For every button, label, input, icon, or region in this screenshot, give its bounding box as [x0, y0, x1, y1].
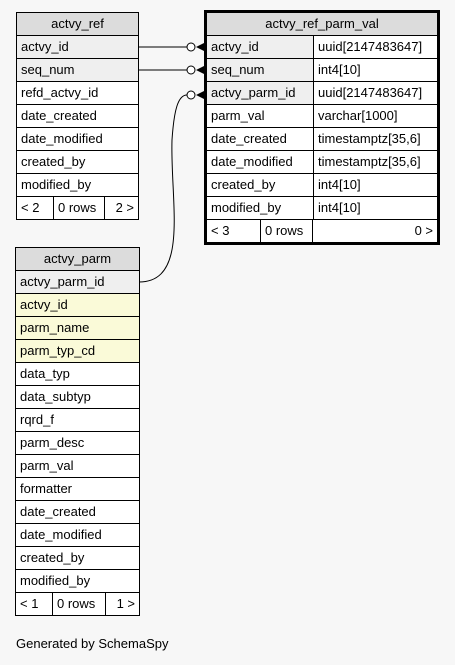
column-actvy-id: actvy_id: [20, 297, 68, 312]
column-type: int4[10]: [313, 197, 437, 219]
column-type: int4[10]: [313, 59, 437, 81]
column-seq-num: seq_num: [21, 62, 75, 77]
column-parm-typ-cd: parm_typ_cd: [20, 343, 96, 358]
column-type: int4[10]: [313, 174, 437, 196]
rel-actvy-parm-id-line: [138, 94, 188, 283]
column-actvy-id: actvy_id: [21, 39, 69, 54]
table-footer: < 3 0 rows 0 >: [207, 220, 437, 242]
column-actvy-id: actvy_id: [211, 39, 259, 54]
column-date-modified: date_modified: [211, 154, 293, 169]
column-type: timestamptz[35,6]: [313, 128, 437, 150]
column-created-by: created_by: [211, 177, 276, 192]
column-date-created: date_created: [211, 131, 287, 146]
row-count: 0 rows: [53, 197, 104, 219]
column-rqrd-f: rqrd_f: [20, 412, 54, 427]
column-modified-by: modified_by: [20, 573, 91, 588]
table-actvy-ref-parm-val[interactable]: actvy_ref_parm_val actvy_id uuid[2147483…: [204, 10, 440, 245]
table-title[interactable]: actvy_ref_parm_val: [207, 13, 437, 36]
column-modified-by: modified_by: [211, 200, 282, 215]
rel-actvy-parm-id-circle: [186, 90, 196, 100]
column-data-subtyp: data_subtyp: [20, 389, 91, 404]
table-title[interactable]: actvy_parm: [16, 248, 139, 271]
rel-seq-num-circle: [186, 65, 196, 75]
column-date-created: date_created: [21, 108, 97, 123]
rel-actvy-id-circle: [186, 42, 196, 52]
table-footer: < 1 0 rows 1 >: [16, 593, 139, 615]
column-parm-val: parm_val: [211, 108, 265, 123]
column-type: timestamptz[35,6]: [313, 151, 437, 173]
column-refd-actvy-id: refd_actvy_id: [21, 85, 99, 100]
row-count: 0 rows: [52, 593, 105, 615]
rel-seq-num-arrow: [196, 65, 206, 75]
column-parm-name: parm_name: [20, 320, 90, 335]
column-actvy-parm-id: actvy_parm_id: [20, 274, 105, 289]
parents-count: < 2: [21, 200, 40, 215]
children-count: 2 >: [104, 197, 138, 219]
parents-count: < 3: [211, 223, 230, 238]
column-seq-num: seq_num: [211, 62, 265, 77]
column-actvy-parm-id: actvy_parm_id: [211, 85, 296, 100]
children-count: 0 >: [312, 220, 437, 242]
column-date-created: date_created: [20, 504, 96, 519]
column-data-typ: data_typ: [20, 366, 70, 381]
table-footer: < 2 0 rows 2 >: [17, 197, 138, 219]
table-actvy-parm[interactable]: actvy_parm actvy_parm_id actvy_id parm_n…: [15, 247, 140, 616]
column-type: uuid[2147483647]: [313, 82, 437, 104]
column-parm-val: parm_val: [20, 458, 74, 473]
column-formatter: formatter: [20, 481, 73, 496]
column-parm-desc: parm_desc: [20, 435, 85, 450]
rel-actvy-id-arrow: [196, 42, 206, 52]
column-date-modified: date_modified: [21, 131, 103, 146]
parents-count: < 1: [20, 596, 39, 611]
column-modified-by: modified_by: [21, 177, 92, 192]
table-actvy-ref[interactable]: actvy_ref actvy_id seq_num refd_actvy_id…: [16, 12, 139, 220]
column-created-by: created_by: [20, 550, 85, 565]
table-title[interactable]: actvy_ref: [17, 13, 138, 36]
column-date-modified: date_modified: [20, 527, 102, 542]
rel-actvy-parm-id-arrow: [196, 90, 206, 100]
column-type: uuid[2147483647]: [313, 36, 437, 58]
children-count: 1 >: [105, 593, 139, 615]
generated-by-label: Generated by SchemaSpy: [16, 636, 169, 651]
column-created-by: created_by: [21, 154, 86, 169]
column-type: varchar[1000]: [313, 105, 437, 127]
row-count: 0 rows: [260, 220, 312, 242]
